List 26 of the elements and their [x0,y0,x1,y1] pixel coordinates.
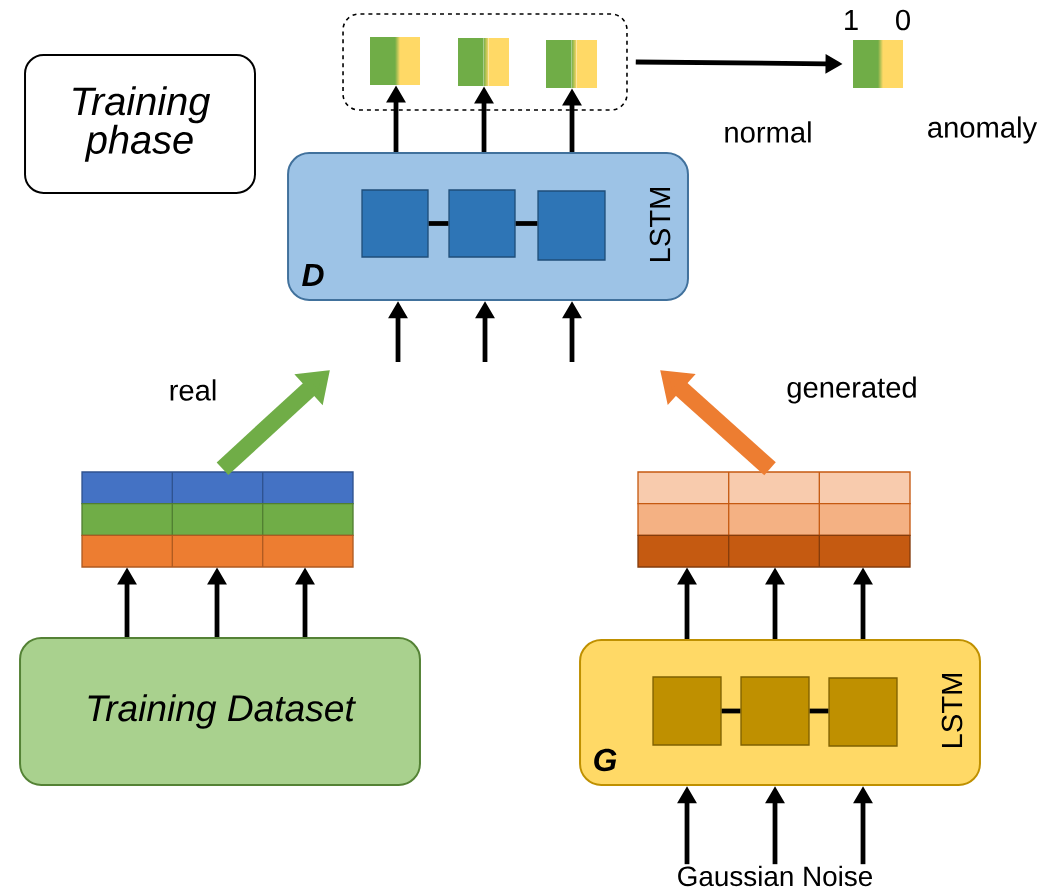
cell-square [537,190,606,261]
output-square [853,40,903,88]
connector-line [809,708,829,714]
data-table [81,471,354,568]
output-square [370,37,420,85]
output-square [546,40,597,88]
cell-square [828,677,898,747]
edge-label: generated [785,375,920,405]
dataset-box: Training Dataset [19,637,421,786]
data-table [637,471,911,568]
output-square [458,38,509,86]
phase-label-box: Training phase [24,54,256,194]
cell-square [361,189,429,258]
cell-square [448,189,516,258]
class-label: anomaly [928,116,1038,144]
cell-square [652,676,722,746]
cell-square [740,676,810,746]
scale-label: 1 [845,9,858,31]
dashed-group-box [342,13,628,111]
connector-line [721,708,741,714]
class-label: normal [725,121,811,143]
scale-label: 0 [896,9,910,31]
connector-line [428,221,449,226]
edge-label: real [167,377,219,403]
connector-line [515,221,538,226]
text-label: Gaussian Noise [678,865,872,887]
